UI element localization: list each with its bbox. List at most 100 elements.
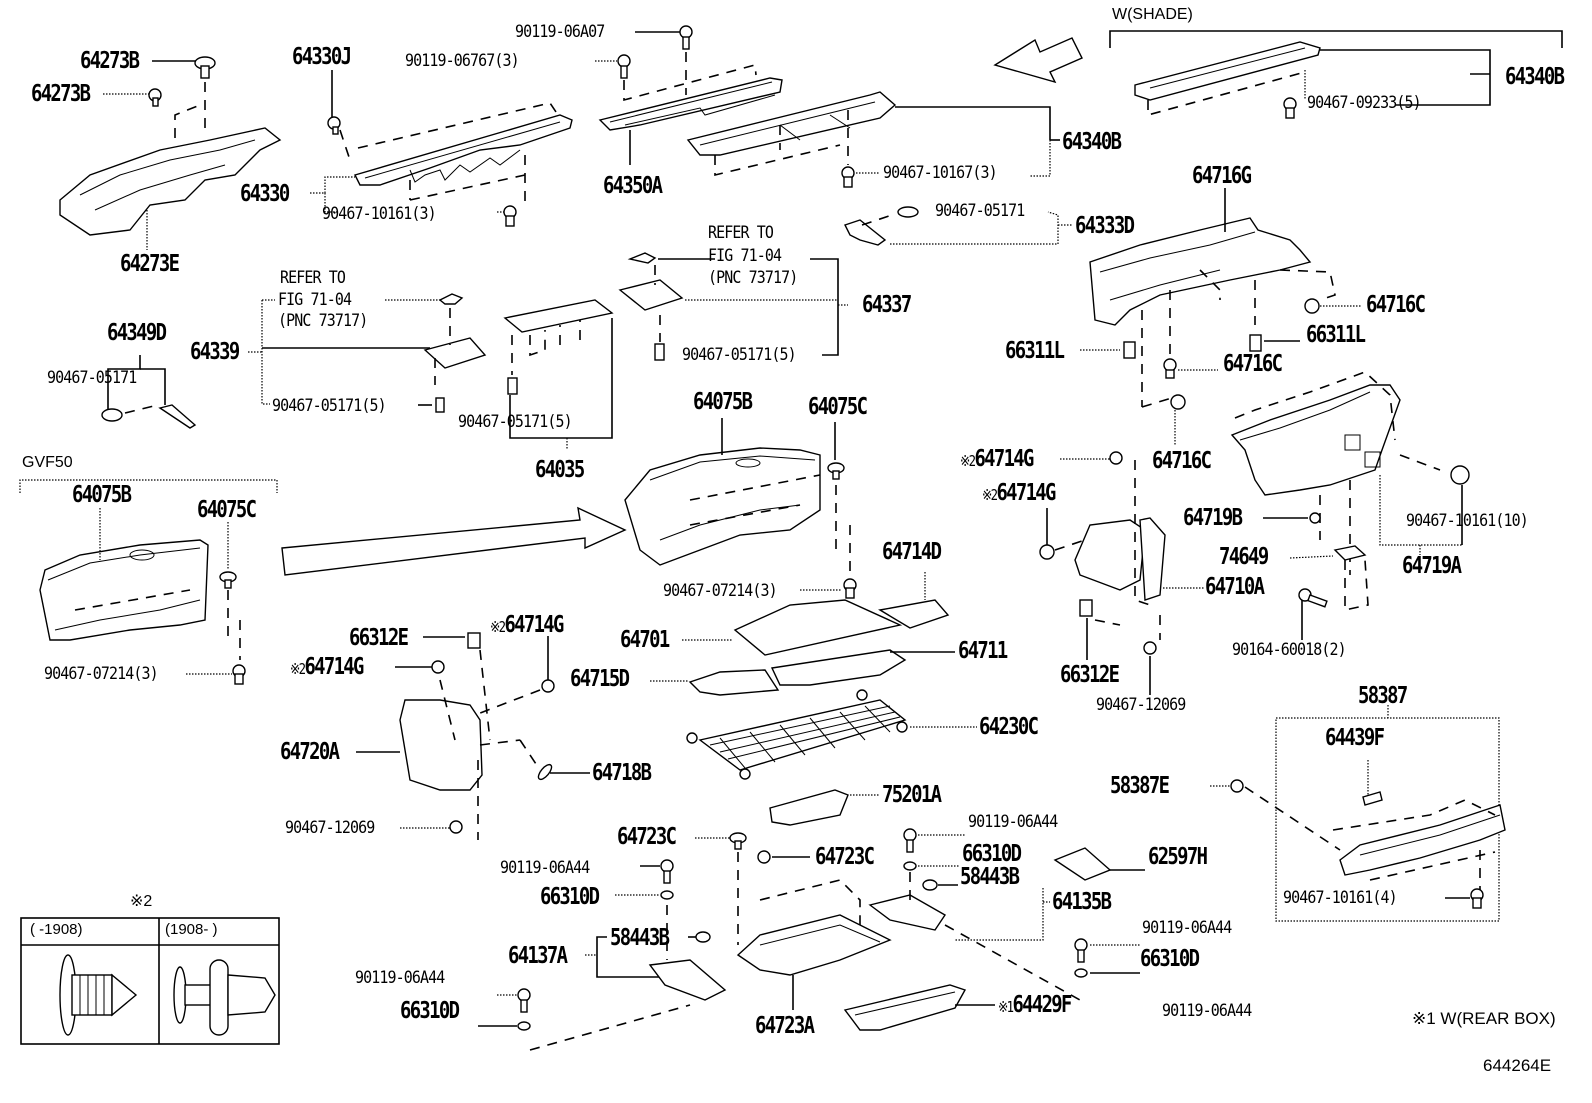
clip-icon [1163, 358, 1177, 379]
part-label: 64715D [570, 666, 630, 692]
part-label: 64340B [1505, 64, 1565, 90]
note-mark: ※2 [960, 452, 976, 470]
clip-icon [1450, 465, 1470, 485]
part-label: 90119-06A44 [1162, 1001, 1252, 1021]
part-label: 64716C [1152, 448, 1212, 474]
shade-bracket [1109, 30, 1563, 48]
part-label: 64718B [592, 760, 652, 786]
part-label: 64273B [80, 48, 140, 74]
part-label: 58387 [1358, 683, 1408, 709]
washer-icon [903, 861, 917, 871]
clip-icon [1283, 97, 1297, 119]
clip-icon [843, 578, 857, 599]
part-62597H [1053, 847, 1112, 881]
clip-icon [467, 632, 481, 649]
bolt-icon [517, 988, 531, 1013]
part-label: 64719B [1183, 505, 1243, 531]
part-label: 66311L [1306, 322, 1366, 348]
part-64718B [537, 763, 553, 781]
part-64711 [770, 649, 907, 686]
part-75201A [769, 789, 849, 826]
bolt-icon [1074, 938, 1088, 963]
part-64720A [399, 699, 483, 791]
part-64723A [736, 914, 892, 976]
part-label: 90119-06A44 [355, 968, 445, 988]
part-number: 64714G [996, 480, 1056, 506]
bolt-icon [903, 828, 917, 853]
part-label: 90467-05171(5) [458, 412, 573, 432]
part-label-marked: ※264714G [982, 480, 1056, 506]
part-label: 90164-60018(2) [1232, 640, 1347, 660]
part-label: 64075B [693, 389, 753, 415]
part-64340B [686, 91, 897, 156]
part-64701 [733, 599, 903, 656]
cover-cap-icon [627, 252, 657, 264]
part-64714D [878, 599, 950, 629]
part-label: 90467-10167(3) [883, 163, 998, 183]
note2-title: ※2 [130, 893, 153, 910]
part-label: 64333D [1075, 213, 1135, 239]
screw-clip-icon [327, 116, 341, 135]
part-label: 64075C [808, 394, 868, 420]
part-label: 90467-05171 [935, 201, 1025, 221]
washer-icon [660, 890, 674, 900]
bolt-icon [1298, 588, 1328, 608]
reference-note: FIG 71-04 [278, 290, 352, 310]
part-number: 64714G [974, 446, 1034, 472]
clip-icon [507, 377, 518, 395]
part-label: 66312E [349, 625, 409, 651]
part-label: 64075C [197, 497, 257, 523]
reference-note: FIG 71-04 [708, 246, 782, 266]
part-label: 64075B [72, 482, 132, 508]
part-label: 58387E [1110, 773, 1170, 799]
screw-clip-icon [757, 850, 771, 864]
part-label: 66312E [1060, 662, 1120, 688]
part-label: 90467-05171(5) [272, 396, 387, 416]
part-label: 64711 [958, 638, 1008, 664]
clip-icon [449, 820, 463, 834]
part-label: 64723A [755, 1013, 815, 1039]
bolt-icon [660, 859, 674, 884]
push-clip-icon [1039, 544, 1055, 560]
part-label: 90467-07214(3) [44, 664, 159, 684]
part-label-marked: ※264714G [490, 614, 564, 637]
clip-icon [1304, 298, 1320, 314]
figure-id: 644264E [1483, 1056, 1552, 1075]
part-58387 [1339, 804, 1506, 876]
screw-icon [1309, 512, 1321, 524]
note-mark: ※2 [490, 618, 506, 636]
part-64710A [1074, 517, 1166, 601]
part-label: 64716G [1192, 163, 1252, 189]
part-label: 64337 [862, 292, 912, 318]
bolt-icon [617, 54, 631, 79]
part-label: 58443B [960, 864, 1020, 890]
clip-icon [232, 664, 246, 685]
clip-icon [101, 408, 123, 422]
part-label: 64723C [815, 844, 875, 870]
clip-icon [541, 679, 555, 693]
part-label: 64273E [120, 251, 180, 277]
part-label: 90467-05171(5) [682, 345, 797, 365]
push-clip-icon [729, 832, 747, 850]
part-label: 64035 [535, 457, 585, 483]
reference-note: (PNC 73717) [708, 268, 798, 288]
part-label: 64716C [1223, 351, 1283, 377]
part-label: 64137A [508, 943, 568, 969]
bolt-icon [679, 25, 693, 50]
clip-icon [897, 206, 919, 218]
note-mark: ※1 [998, 998, 1014, 1016]
part-label: 64720A [280, 739, 340, 765]
part-label: 64439F [1325, 725, 1385, 751]
part-label: 66311L [1005, 338, 1065, 364]
part-label: 90119-06767(3) [405, 51, 520, 71]
part-label: 75201A [882, 782, 942, 808]
part-label: 90467-10161(10) [1406, 511, 1529, 531]
part-label: 64719A [1402, 553, 1462, 579]
part-64349D [158, 404, 197, 429]
part-label: 90467-10161(3) [322, 204, 437, 224]
part-label: 64330J [292, 44, 352, 70]
part-label: 66310D [540, 884, 600, 910]
part-64230C-cargo-net [686, 689, 908, 780]
part-label: 64230C [979, 714, 1039, 740]
